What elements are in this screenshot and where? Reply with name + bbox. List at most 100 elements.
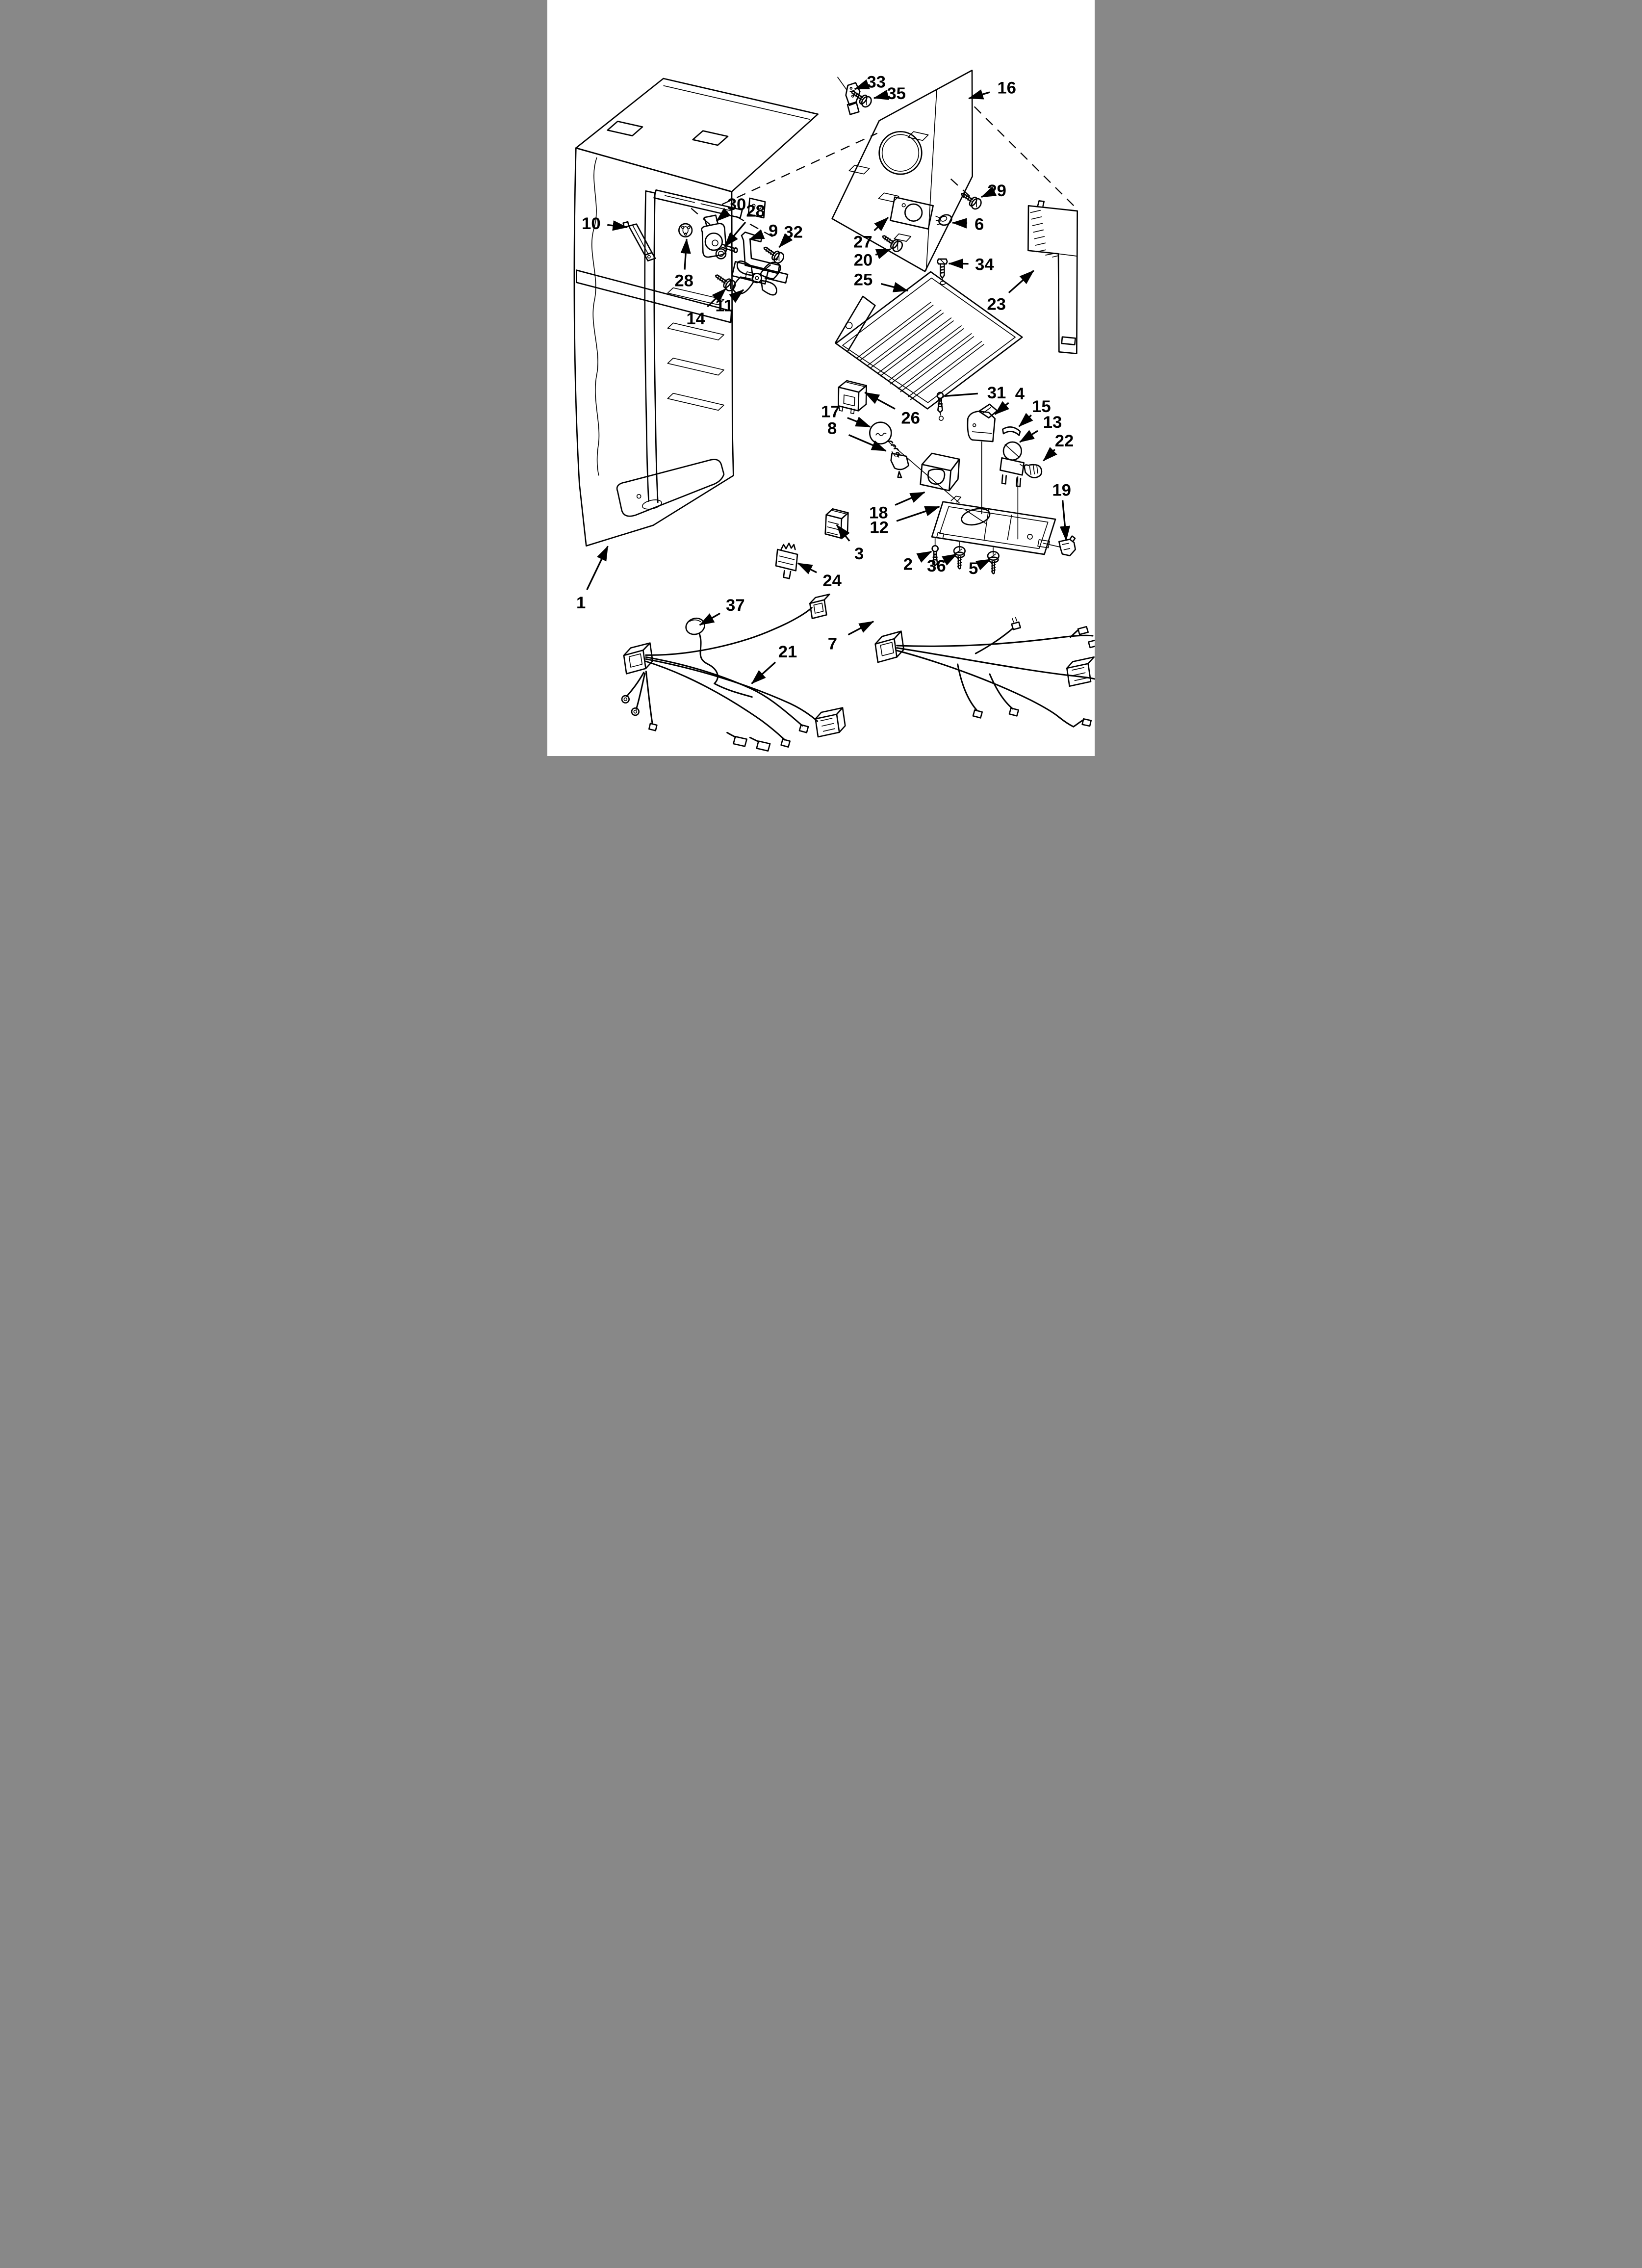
callout-label: 13 bbox=[1043, 413, 1062, 432]
module-26 bbox=[838, 380, 867, 415]
wiring-harness-21 bbox=[621, 594, 846, 752]
callout-arrow bbox=[607, 220, 628, 231]
callout-arrow bbox=[699, 612, 721, 626]
callout-arrow bbox=[994, 401, 1009, 415]
projection-lines bbox=[691, 106, 1075, 555]
callout-arrow bbox=[875, 248, 892, 260]
callout-arrow bbox=[864, 391, 896, 410]
callout-label: 9 bbox=[769, 221, 778, 240]
callout-arrow bbox=[873, 217, 889, 232]
callout-label: 30 bbox=[727, 195, 746, 214]
callout-arrow bbox=[854, 79, 870, 90]
callout-label: 17 bbox=[821, 403, 840, 421]
callout-label: 18 bbox=[869, 504, 888, 522]
callout-arrow bbox=[945, 392, 978, 397]
liner-cabinet bbox=[573, 78, 819, 547]
callout-arrow bbox=[873, 89, 889, 100]
callout-label: 20 bbox=[854, 251, 873, 270]
callout-arrow bbox=[895, 491, 925, 506]
light-bulb-17 bbox=[869, 421, 900, 457]
callout-arrow bbox=[586, 546, 609, 590]
clip-15 bbox=[1002, 426, 1021, 436]
callout-arrow bbox=[797, 562, 817, 574]
callout-label: 26 bbox=[901, 409, 920, 427]
callout-label: 37 bbox=[726, 596, 745, 615]
callout-label: 27 bbox=[853, 233, 872, 251]
callout-arrow bbox=[1018, 413, 1033, 427]
callout-label: 36 bbox=[927, 557, 946, 575]
wiring-harness-7 bbox=[874, 617, 1095, 728]
callout-label: 25 bbox=[854, 271, 873, 289]
callout-arrow bbox=[707, 288, 727, 308]
callout-label: 34 bbox=[975, 256, 994, 274]
callout-label: 16 bbox=[997, 78, 1016, 97]
bulb-socket-8 bbox=[890, 451, 909, 478]
callout-arrow bbox=[724, 221, 746, 247]
callout-arrow bbox=[847, 621, 874, 636]
clip-19 bbox=[1058, 535, 1076, 556]
air-duct-25 bbox=[835, 271, 1023, 410]
callout-label: 33 bbox=[867, 73, 886, 92]
callout-arrow bbox=[1059, 500, 1070, 541]
fasteners bbox=[712, 86, 1000, 574]
callout-label: 14 bbox=[686, 310, 705, 328]
relay-3 bbox=[824, 508, 849, 539]
callout-arrow bbox=[975, 558, 992, 571]
callout-arrow bbox=[847, 417, 871, 428]
knob-22 bbox=[1020, 464, 1043, 478]
fan-bracket-and-blade bbox=[731, 232, 789, 296]
callout-label: 24 bbox=[822, 572, 842, 590]
callout-arrow bbox=[896, 506, 940, 522]
callout-label: 28 bbox=[746, 202, 765, 220]
callout-arrow bbox=[836, 524, 850, 542]
callout-label: 8 bbox=[827, 419, 837, 438]
callout-label: 35 bbox=[887, 84, 906, 103]
callout-arrow bbox=[1008, 270, 1034, 293]
callout-label: 15 bbox=[1032, 397, 1051, 416]
callout-arrow bbox=[716, 208, 731, 222]
bracket-10 bbox=[622, 221, 656, 261]
callout-arrow bbox=[848, 434, 887, 452]
callout-label: 5 bbox=[969, 559, 978, 578]
callout-arrow bbox=[881, 282, 909, 292]
screw-29-icon bbox=[958, 188, 984, 212]
switch-24 bbox=[775, 543, 798, 579]
callout-arrow bbox=[778, 233, 793, 248]
control-box-12 bbox=[931, 495, 1056, 555]
bolt-34-icon bbox=[936, 258, 948, 279]
callout-label: 12 bbox=[870, 519, 889, 537]
light-shield-18 bbox=[920, 452, 960, 492]
callout-label: 22 bbox=[1055, 432, 1074, 450]
callout-label: 31 bbox=[987, 384, 1006, 402]
callout-label: 21 bbox=[778, 643, 797, 661]
callout-label: 3 bbox=[854, 545, 864, 563]
callout-label: 10 bbox=[582, 214, 601, 233]
callout-label: 19 bbox=[1052, 481, 1071, 500]
callout-label: 7 bbox=[828, 634, 837, 653]
callout-arrow bbox=[751, 661, 776, 684]
callout-arrow bbox=[980, 186, 997, 198]
timer-4 bbox=[967, 403, 998, 443]
callout-arrow bbox=[916, 550, 932, 563]
evaporator-rear-panel bbox=[831, 69, 973, 272]
callout-arrow bbox=[942, 553, 958, 566]
callout-label: 28 bbox=[674, 271, 693, 290]
callout-arrow bbox=[729, 289, 744, 303]
parts-diagram: 3335162962720253423103028932281411263141… bbox=[573, 69, 1095, 752]
callout-label: 29 bbox=[987, 182, 1006, 200]
callout-label: 6 bbox=[975, 215, 984, 234]
callout-arrow bbox=[1019, 430, 1038, 443]
callout-label: 4 bbox=[1015, 385, 1025, 403]
side-cover-23 bbox=[1027, 200, 1078, 354]
callout-arrow bbox=[680, 238, 691, 270]
callout-label: 2 bbox=[903, 555, 913, 574]
callout-arrow bbox=[968, 89, 990, 100]
callout-label: 1 bbox=[576, 594, 586, 612]
screw-5-icon bbox=[987, 551, 1000, 574]
callout-arrow bbox=[1043, 447, 1057, 462]
callout-label: 23 bbox=[987, 295, 1006, 314]
hole-plug-6 bbox=[935, 214, 952, 226]
evaporator-fan-motor bbox=[678, 214, 738, 260]
callout-label: 11 bbox=[715, 296, 733, 315]
